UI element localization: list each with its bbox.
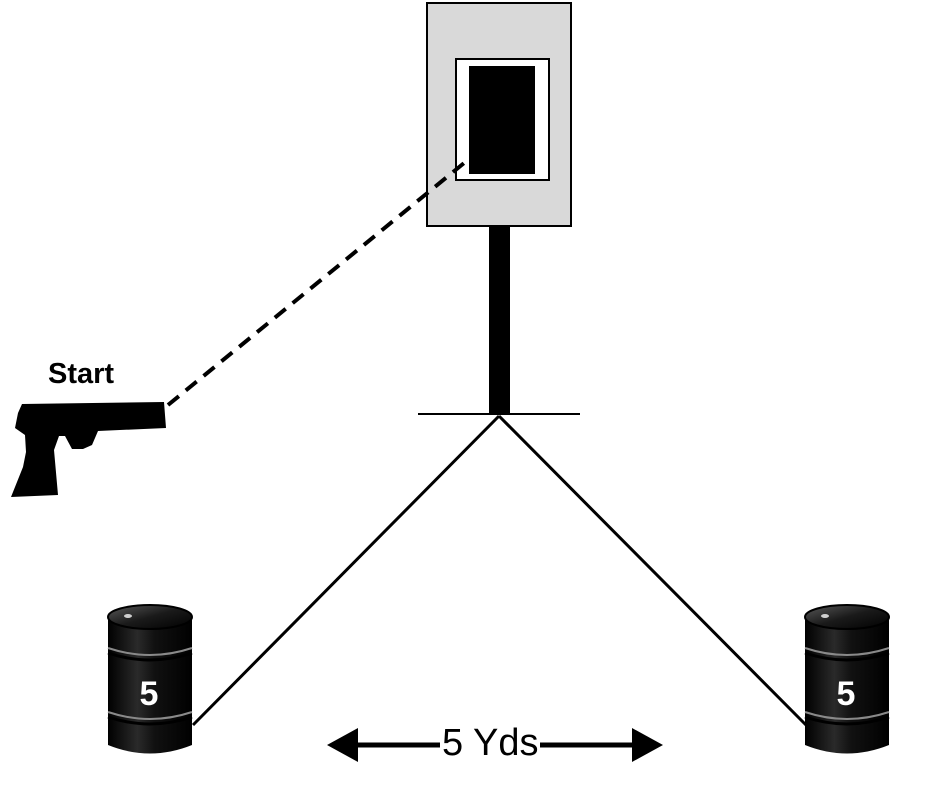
pistol-icon [11,402,166,497]
barrel-icon [804,604,890,754]
line-to-right-barrel [497,414,808,727]
target-icon [426,2,572,227]
barrel-left-number: 5 [139,675,159,713]
target-scoring-zone [469,66,535,174]
barrel-icon [107,604,193,754]
line-to-left-barrel [191,414,501,727]
target-stand-post [489,226,510,415]
barrel-right-number: 5 [836,675,856,713]
line-of-fire [166,148,482,407]
start-label: Start [48,358,115,390]
distance-label: 5 Yds [440,722,541,765]
